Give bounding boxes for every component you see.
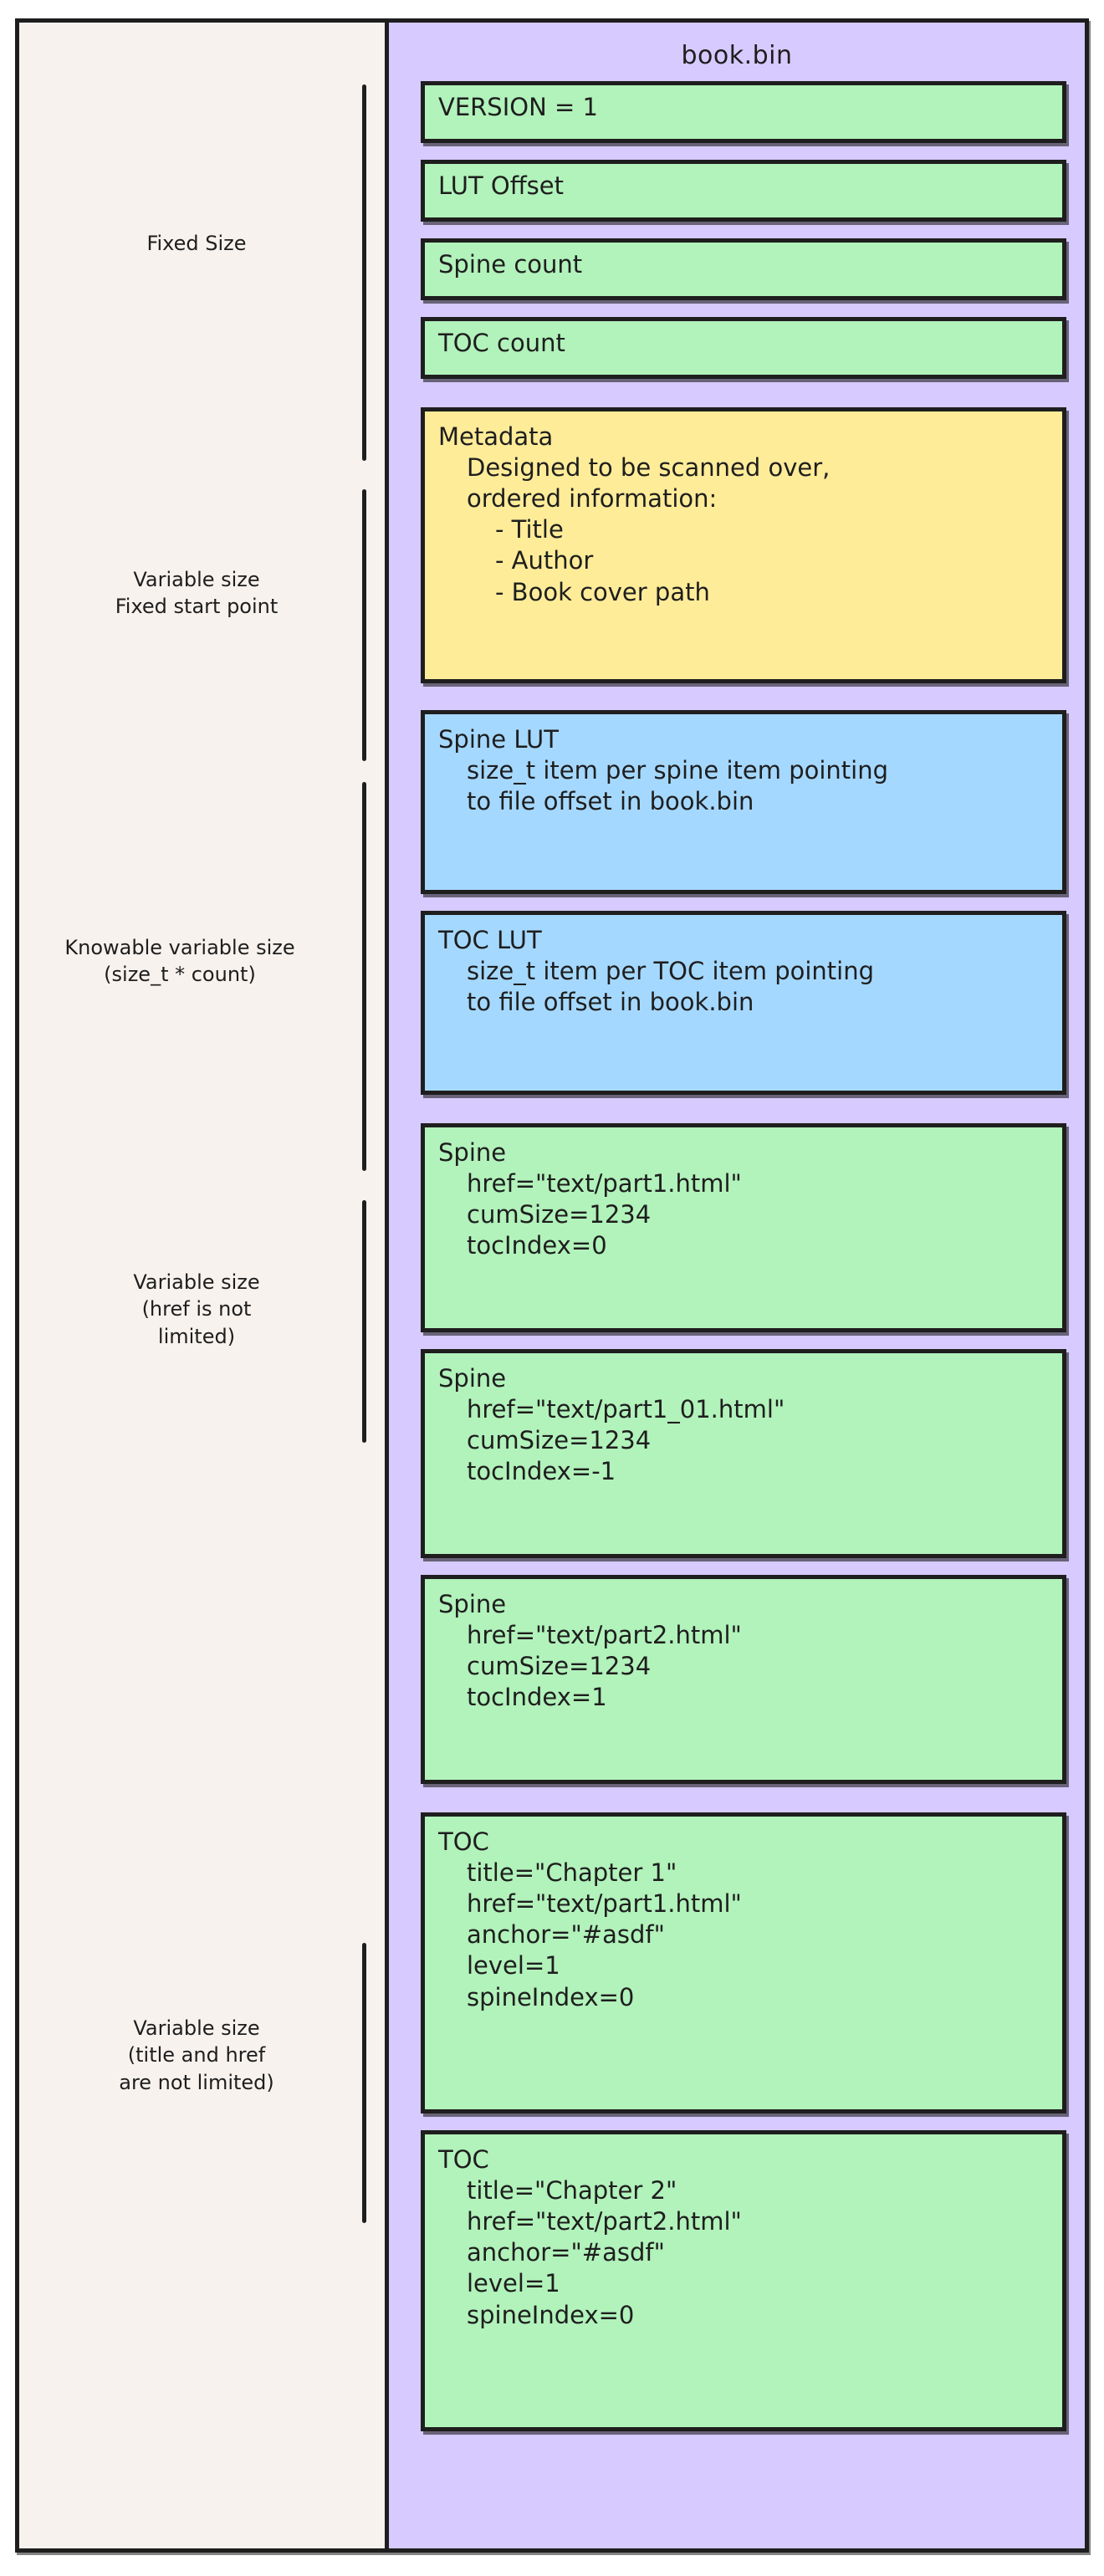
block-title: Spine LUT xyxy=(438,725,559,754)
block-body-line: href="text/part1_01.html" xyxy=(467,1395,785,1424)
block-body-line: tocIndex=0 xyxy=(467,1231,607,1260)
block-toc-count: TOC count xyxy=(421,317,1066,379)
block-list: VERSION = 1 LUT Offset Spine count TOC c… xyxy=(421,81,1066,2448)
block-body-line: anchor="#asdf" xyxy=(467,1920,665,1950)
block-toc-1: TOC title="Chapter 1" href="text/part1.h… xyxy=(421,1812,1066,2113)
block-body-line: Designed to be scanned over, xyxy=(467,453,831,483)
side-label-variable-fixed-start: Variable size Fixed start point xyxy=(115,568,279,619)
block-body-line: cumSize=1234 xyxy=(467,1200,652,1229)
block-title: VERSION = 1 xyxy=(438,93,598,121)
block-body-line: spineIndex=0 xyxy=(467,2300,635,2329)
block-spine-count: Spine count xyxy=(421,238,1066,300)
block-spine-lut: Spine LUT size_t item per spine item poi… xyxy=(421,710,1066,894)
block-body-line: href="text/part1.html" xyxy=(467,1889,742,1919)
block-version: VERSION = 1 xyxy=(421,81,1066,143)
block-body-line: level=1 xyxy=(467,1951,560,1981)
block-spine-3: Spine href="text/part2.html" cumSize=123… xyxy=(421,1575,1066,1784)
block-body-line: to file offset in book.bin xyxy=(467,787,754,816)
side-label-fixed-size: Fixed Size xyxy=(146,232,247,255)
block-title: TOC LUT xyxy=(438,926,542,954)
block-title: Metadata xyxy=(438,422,554,451)
bracket-knowable-variable xyxy=(362,782,366,1171)
block-body-line: size_t item per spine item pointing xyxy=(467,756,889,785)
block-bullet-line: - Book cover path xyxy=(495,577,710,606)
block-body-line: title="Chapter 2" xyxy=(467,2176,677,2205)
page-title: book.bin xyxy=(681,41,793,70)
block-title: Spine xyxy=(438,1590,507,1618)
block-toc-2: TOC title="Chapter 2" href="text/part2.h… xyxy=(421,2130,1066,2431)
block-title: Spine count xyxy=(438,250,583,279)
block-body-line: tocIndex=-1 xyxy=(467,1457,616,1486)
bracket-variable-fixed-start xyxy=(362,489,366,761)
block-bullet-line: - Title xyxy=(495,515,564,544)
block-body-line: tocIndex=1 xyxy=(467,1683,607,1712)
block-title: TOC count xyxy=(438,329,565,357)
block-spine-2: Spine href="text/part1_01.html" cumSize=… xyxy=(421,1349,1066,1558)
block-title: Spine xyxy=(438,1364,507,1393)
block-title: TOC xyxy=(438,1827,489,1856)
block-metadata: Metadata Designed to be scanned over, or… xyxy=(421,407,1066,683)
block-body-line: level=1 xyxy=(467,2269,560,2298)
file-layout-panel: book.bin VERSION = 1 LUT Offset Spine co… xyxy=(385,18,1089,2553)
block-body-line: spineIndex=0 xyxy=(467,1982,635,2011)
annotation-panel: Fixed Size Variable size Fixed start poi… xyxy=(15,18,385,2553)
block-body-line: cumSize=1234 xyxy=(467,1652,652,1681)
block-body-line: href="text/part2.html" xyxy=(467,2207,742,2236)
block-body-line: to file offset in book.bin xyxy=(467,988,754,1017)
block-toc-lut: TOC LUT size_t item per TOC item pointin… xyxy=(421,911,1066,1095)
block-body-line: size_t item per TOC item pointing xyxy=(467,957,874,986)
block-title: Spine xyxy=(438,1138,507,1167)
bracket-variable-href xyxy=(362,1200,366,1443)
block-body-line: href="text/part1.html" xyxy=(467,1169,742,1199)
block-body-line: title="Chapter 1" xyxy=(467,1858,677,1888)
block-spine-1: Spine href="text/part1.html" cumSize=123… xyxy=(421,1123,1066,1332)
side-label-variable-href: Variable size (href is not limited) xyxy=(133,1270,260,1348)
block-bullet-line: - Author xyxy=(495,546,594,575)
block-body-line: href="text/part2.html" xyxy=(467,1621,742,1650)
side-label-knowable-variable: Knowable variable size (size_t * count) xyxy=(64,936,295,987)
block-title: TOC xyxy=(438,2145,489,2174)
block-body-line: anchor="#asdf" xyxy=(467,2238,665,2267)
bracket-fixed-size xyxy=(362,84,366,461)
block-body-line: ordered information: xyxy=(467,484,718,514)
bracket-variable-title-href xyxy=(362,1943,366,2223)
block-lut-offset: LUT Offset xyxy=(421,160,1066,222)
block-body-line: cumSize=1234 xyxy=(467,1426,652,1455)
block-title: LUT Offset xyxy=(438,171,564,200)
side-label-variable-title-href: Variable size (title and href are not li… xyxy=(119,2016,274,2094)
book-bin-layout-diagram: Fixed Size Variable size Fixed start poi… xyxy=(15,18,1089,2553)
